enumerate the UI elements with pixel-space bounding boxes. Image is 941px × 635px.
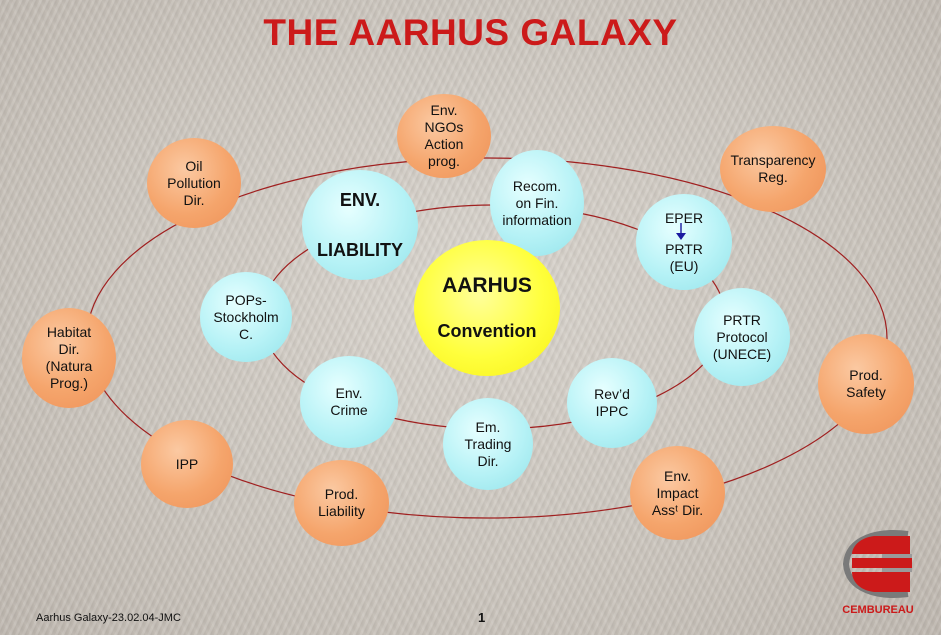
brand-name: CEMBUREAU	[842, 604, 914, 616]
aarhus-subtitle: Convention	[437, 320, 537, 341]
node-oil-pollution-label: Oil Pollution Dir.	[167, 157, 221, 208]
node-prod-safety-label: Prod. Safety	[846, 367, 886, 400]
node-prtr-protocol-label: PRTR Protocol (UNECE)	[712, 311, 772, 362]
aarhus-title: AARHUS	[442, 273, 532, 297]
node-pops-stockholm: POPs- Stockholm C.	[200, 272, 292, 362]
cembureau-logo	[842, 530, 912, 598]
node-prod-safety: Prod. Safety	[818, 334, 914, 434]
node-revd-ippc-label: Rev’d IPPC	[594, 386, 630, 419]
node-recom-fin-label: Recom. on Fin. information	[502, 177, 572, 228]
env-liability-line2: LIABILITY	[317, 239, 403, 260]
node-em-trading-label: Em. Trading Dir.	[464, 418, 512, 469]
node-oil-pollution: Oil Pollution Dir.	[147, 138, 241, 228]
node-env-ngos-label: Env. NGOs Action prog.	[424, 102, 464, 169]
arrow-down-icon	[676, 223, 686, 240]
node-transparency: Transparency Reg.	[720, 126, 826, 212]
node-prtr-eu-label: PRTR (EU)	[665, 240, 703, 274]
node-env-liability: ENV. LIABILITY	[302, 170, 418, 280]
node-prod-liability-label: Prod. Liability	[318, 486, 365, 519]
node-env-crime-label: Env. Crime	[330, 385, 368, 418]
page-number: 1	[478, 610, 486, 625]
node-eper-prtr: EPER PRTR (EU)	[636, 194, 732, 290]
node-revd-ippc: Rev’d IPPC	[567, 358, 657, 448]
node-pops-stockholm-label: POPs- Stockholm C.	[213, 291, 279, 342]
env-liability-line1: ENV.	[339, 189, 381, 210]
node-eper-label: EPER	[664, 209, 704, 226]
node-prtr-protocol: PRTR Protocol (UNECE)	[694, 288, 790, 386]
footer-reference: Aarhus Galaxy-23.02.04-JMC	[36, 612, 181, 624]
node-env-impact: Env. Impact Assᵗ Dir.	[630, 446, 725, 540]
node-ipp: IPP	[141, 420, 233, 508]
node-ipp-label: IPP	[175, 455, 199, 472]
node-recom-fin: Recom. on Fin. information	[490, 150, 584, 256]
node-env-ngos: Env. NGOs Action prog.	[397, 94, 491, 178]
node-env-crime: Env. Crime	[300, 356, 398, 448]
page-title: THE AARHUS GALAXY	[263, 12, 678, 53]
node-transparency-label: Transparency Reg.	[730, 152, 816, 185]
node-env-impact-label: Env. Impact Assᵗ Dir.	[651, 467, 704, 518]
node-em-trading: Em. Trading Dir.	[443, 398, 533, 490]
node-habitat: Habitat Dir. (Natura Prog.)	[22, 308, 116, 408]
node-habitat-label: Habitat Dir. (Natura Prog.)	[45, 324, 93, 391]
node-prod-liability: Prod. Liability	[294, 460, 389, 546]
node-aarhus-convention: AARHUS Convention	[414, 240, 560, 376]
